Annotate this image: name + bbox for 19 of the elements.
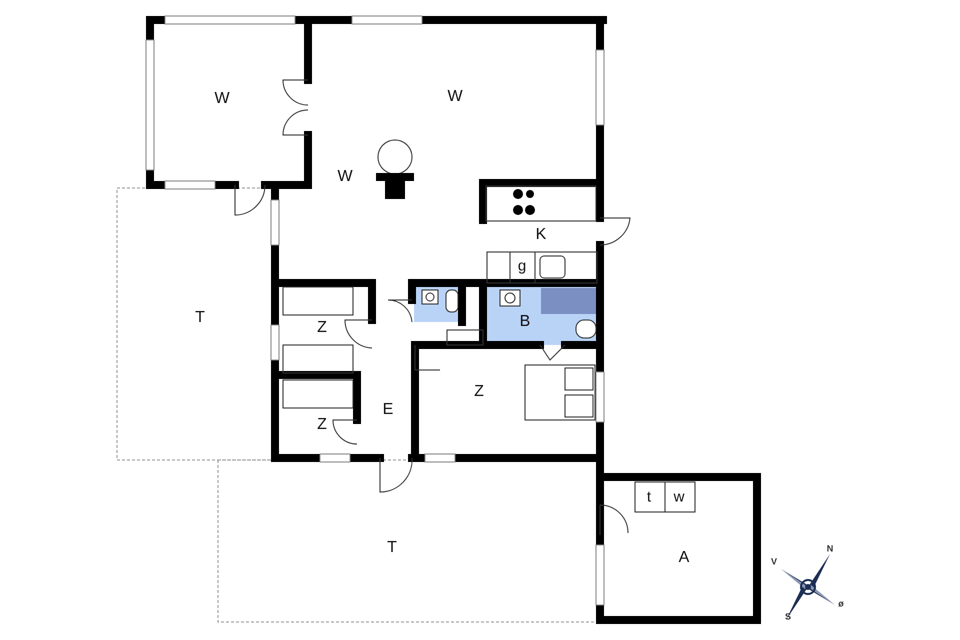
room-label: E [382, 402, 394, 418]
compass-label: ø [838, 600, 844, 608]
fixture-label: w [674, 490, 684, 504]
room-label: T [387, 540, 397, 556]
fixture-label: t [646, 490, 652, 504]
compass-label: N [826, 544, 834, 554]
room-label: W [337, 169, 353, 185]
room-label: A [678, 550, 690, 566]
room-label: Z [474, 384, 484, 400]
room-label: Z [317, 417, 327, 433]
room-label: Z [317, 320, 327, 336]
fixture-label: g [518, 258, 526, 274]
room-label: W [447, 89, 463, 105]
room-label: K [536, 227, 546, 243]
compass-label: V [771, 558, 777, 566]
room-label: W [214, 91, 230, 107]
compass-label: S [785, 612, 791, 622]
room-label: T [195, 310, 205, 326]
room-label: B [520, 314, 530, 330]
